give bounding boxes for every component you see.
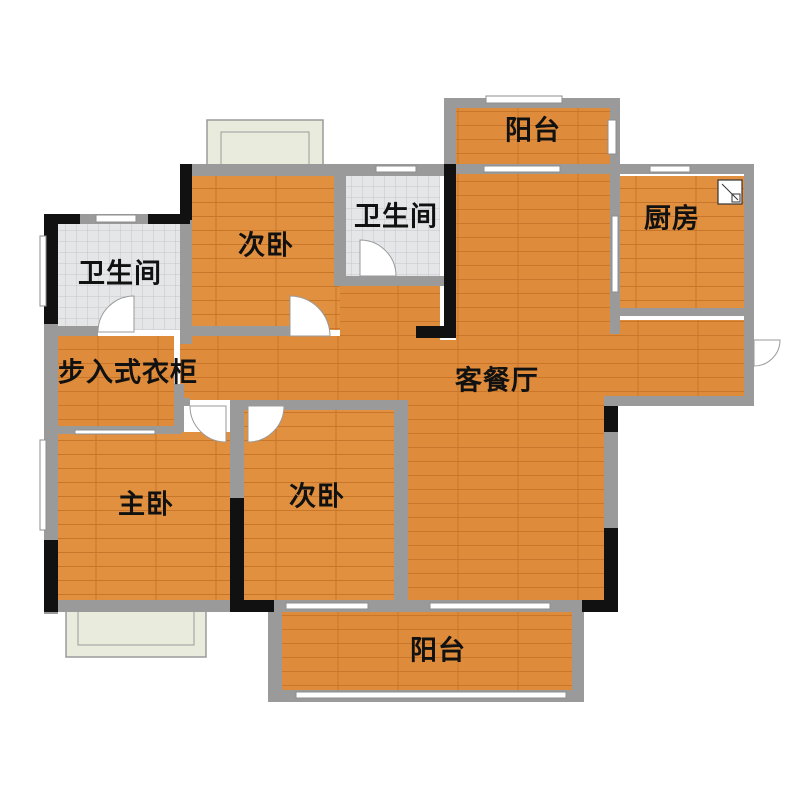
door-swing-icon xyxy=(189,405,227,443)
label-bedroom-middle: 次卧 xyxy=(289,481,345,513)
floors xyxy=(58,108,744,690)
door-swing-icon xyxy=(359,239,397,277)
label-balcony-top: 阳台 xyxy=(505,115,561,147)
bay-window-bottom xyxy=(65,604,207,658)
door-swing-icon xyxy=(289,295,331,337)
door-swing-icon xyxy=(247,405,285,443)
label-master-bedroom: 主卧 xyxy=(118,489,174,521)
bay-window-top xyxy=(206,119,324,171)
label-kitchen: 厨房 xyxy=(644,203,700,235)
door-swings xyxy=(97,239,781,443)
label-walk-in-closet: 步入式衣柜 xyxy=(58,357,198,389)
floor-closet xyxy=(58,336,174,430)
floor-master-bedroom xyxy=(58,432,230,600)
floor-bedroom-middle xyxy=(244,410,394,600)
range-hood-icon xyxy=(717,179,743,205)
label-balcony-bottom: 阳台 xyxy=(410,635,466,667)
label-bathroom-left: 卫生间 xyxy=(78,258,162,290)
label-bathroom-center: 卫生间 xyxy=(354,201,438,233)
door-swing-icon xyxy=(753,339,781,367)
windows xyxy=(39,95,691,699)
label-bedroom-top: 次卧 xyxy=(238,230,294,262)
floor-balcony-top xyxy=(456,108,612,164)
walls-black xyxy=(44,164,618,612)
floor-balcony-bottom xyxy=(282,612,572,690)
label-living-dining: 客餐厅 xyxy=(455,365,539,397)
floor-living-dining xyxy=(180,172,744,602)
door-swing-icon xyxy=(97,295,135,333)
